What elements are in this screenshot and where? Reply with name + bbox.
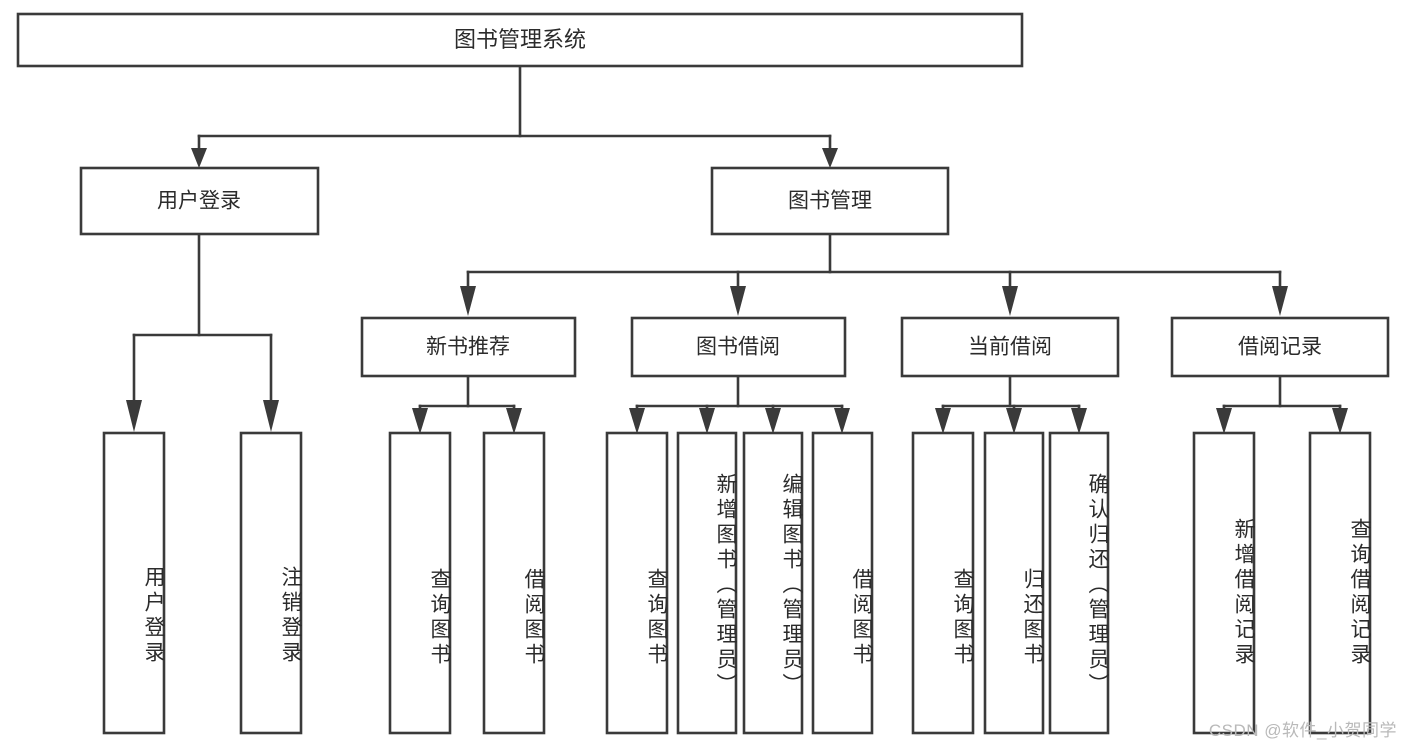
node-borrow-record[interactable]: 借阅记录 — [1170, 316, 1390, 378]
arrow-head-leaf-confirm-return — [1071, 408, 1087, 434]
node-root[interactable]: 图书管理系统 — [16, 12, 1024, 68]
node-user-login-label: 用户登录 — [157, 190, 241, 213]
arrow-head-borrow-record — [1272, 286, 1288, 316]
node-root-box[interactable] — [16, 12, 1024, 68]
arrow-head-leaf-return-book — [1006, 408, 1022, 434]
node-book-manage-label: 图书管理 — [788, 190, 872, 213]
connector-layer — [126, 64, 1348, 434]
arrow-head-leaf-query-record — [1332, 408, 1348, 434]
node-book-manage-box[interactable] — [710, 166, 950, 236]
arrow-head-current-borrow — [1002, 286, 1018, 316]
node-book-borrow[interactable]: 图书借阅 — [630, 316, 847, 378]
node-layer: 图书管理系统 用户登录 图书管理 新书推荐 图书借阅 当前 — [16, 12, 1390, 735]
node-root-label: 图书管理系统 — [454, 27, 586, 52]
arrow-head-leaf-borrow-book-1 — [506, 408, 522, 434]
node-leaf-add-record-box[interactable] — [1192, 431, 1256, 735]
node-leaf-return-book-box[interactable] — [983, 431, 1045, 735]
node-current-borrow[interactable]: 当前借阅 — [900, 316, 1120, 378]
arrow-head-leaf-edit-book — [765, 408, 781, 434]
arrow-head-leaf-query-book-3 — [935, 408, 951, 434]
watermark-text: CSDN @软件_小贺同学 — [1208, 721, 1397, 740]
arrow-head-leaf-add-book — [699, 408, 715, 434]
node-book-manage[interactable]: 图书管理 — [710, 166, 950, 236]
node-leaf-confirm-return-box[interactable] — [1048, 431, 1110, 735]
arrow-head-new-book-rec — [460, 286, 476, 316]
arrow-head-book-manage — [822, 148, 838, 168]
node-new-book-rec-label: 新书推荐 — [426, 336, 510, 359]
node-book-borrow-box[interactable] — [630, 316, 847, 378]
node-leaf-query-book-2-box[interactable] — [605, 431, 669, 735]
node-leaf-borrow-book-1-box[interactable] — [482, 431, 546, 735]
arrow-head-user-login — [191, 148, 207, 168]
node-leaf-add-book-box[interactable] — [676, 431, 738, 735]
node-leaf-query-book-1-box[interactable] — [388, 431, 452, 735]
node-borrow-record-label: 借阅记录 — [1238, 336, 1322, 359]
arrow-head-book-borrow — [730, 286, 746, 316]
arrow-head-leaf-user-login — [126, 400, 142, 432]
arrow-head-leaf-query-book-1 — [412, 408, 428, 434]
arrow-head-leaf-add-record — [1216, 408, 1232, 434]
node-current-borrow-label: 当前借阅 — [968, 336, 1052, 359]
node-leaf-logout-box[interactable] — [239, 431, 303, 735]
node-leaf-query-book-3-box[interactable] — [911, 431, 975, 735]
node-user-login[interactable]: 用户登录 — [79, 166, 320, 236]
node-leaf-query-record-box[interactable] — [1308, 431, 1372, 735]
node-leaf-edit-book-box[interactable] — [742, 431, 804, 735]
node-leaf-user-login-box[interactable] — [102, 431, 166, 735]
arrow-head-leaf-borrow-book-2 — [834, 408, 850, 434]
arrow-head-leaf-logout — [263, 400, 279, 432]
node-current-borrow-box[interactable] — [900, 316, 1120, 378]
arrow-head-leaf-query-book-2 — [629, 408, 645, 434]
node-new-book-rec-box[interactable] — [360, 316, 577, 378]
node-new-book-rec[interactable]: 新书推荐 — [360, 316, 577, 378]
node-borrow-record-box[interactable] — [1170, 316, 1390, 378]
node-leaf-borrow-book-2-box[interactable] — [811, 431, 874, 735]
node-user-login-box[interactable] — [79, 166, 320, 236]
node-book-borrow-label: 图书借阅 — [696, 336, 780, 359]
